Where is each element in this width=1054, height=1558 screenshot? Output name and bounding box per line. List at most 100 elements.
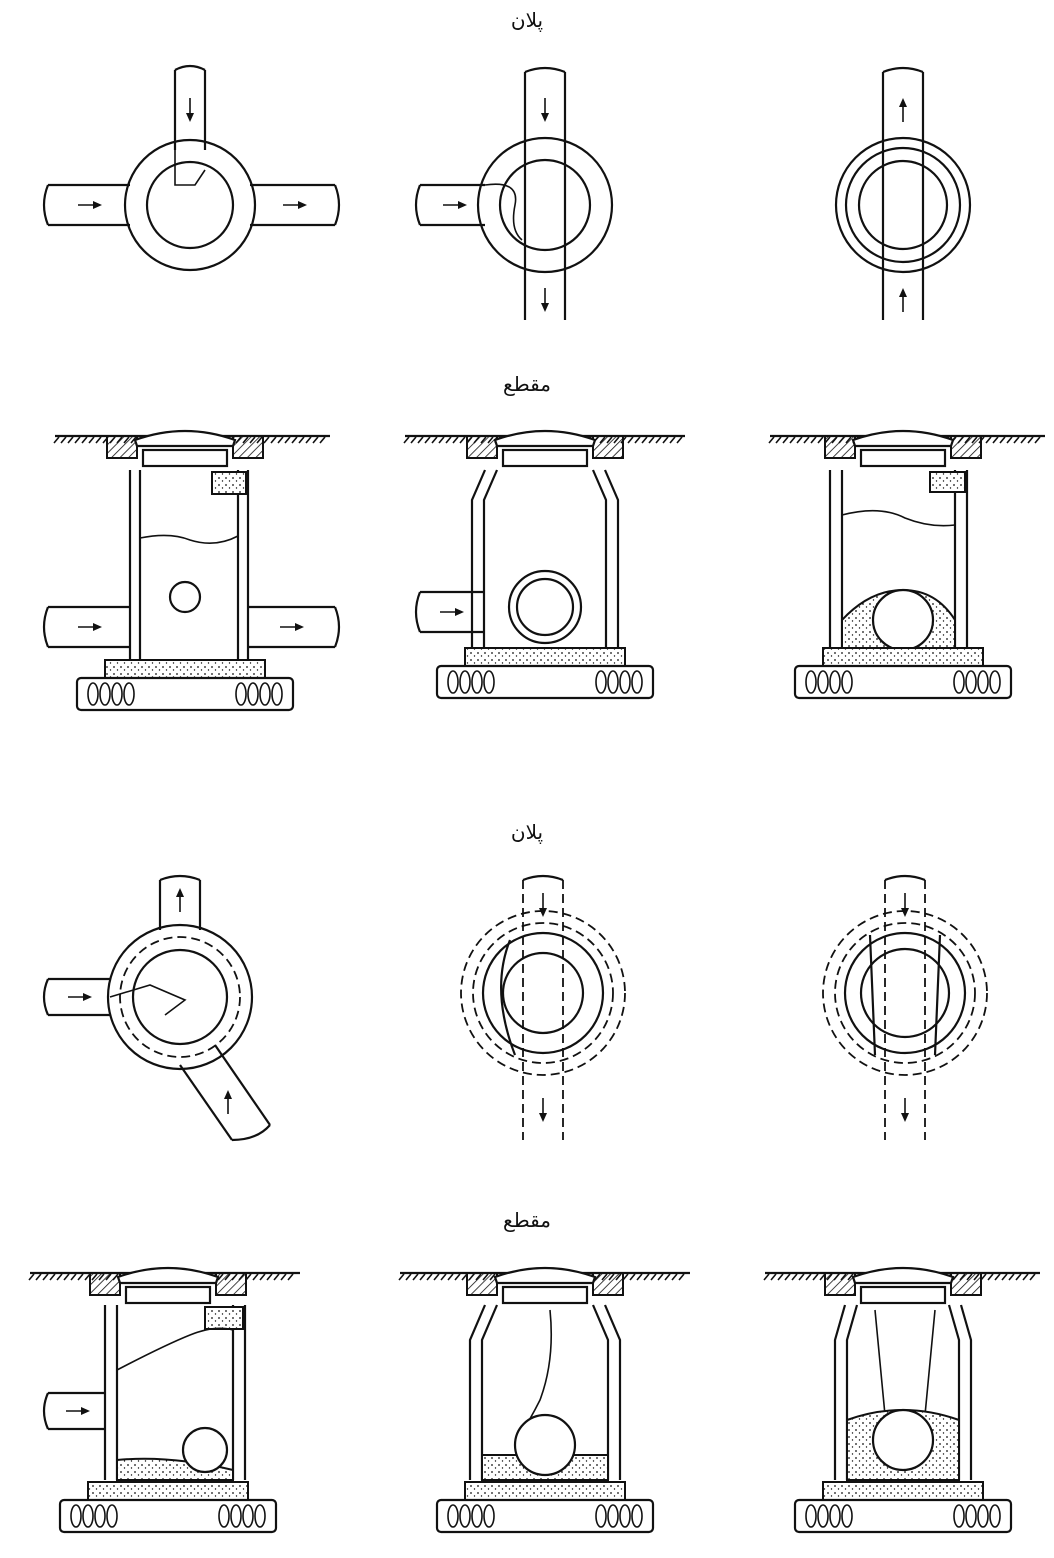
break-line <box>139 534 239 544</box>
frame-left <box>466 435 498 459</box>
pipe-end <box>884 874 926 882</box>
ground-hatch <box>634 436 641 444</box>
step-block <box>204 1306 244 1330</box>
ground-hatch <box>74 436 81 444</box>
pipe-end <box>333 184 341 226</box>
plan-top-2 <box>414 66 614 320</box>
plan-bottom-3 <box>822 874 988 1140</box>
ground-hatch <box>1006 436 1013 444</box>
ground-hatch <box>782 436 789 444</box>
footing-stone <box>247 682 259 706</box>
pipe-section-inner <box>515 577 575 637</box>
footing-stone <box>817 1504 829 1528</box>
ground-hatch <box>985 436 992 444</box>
pipe-end <box>333 606 341 648</box>
ground-hatch <box>431 436 438 444</box>
footing-stone <box>459 670 471 694</box>
footing-stone <box>106 1504 118 1528</box>
ground-hatch <box>459 436 466 444</box>
ground-hatch <box>42 1273 49 1281</box>
frame-left <box>466 1272 498 1296</box>
manhole-dashed-mid <box>472 922 614 1064</box>
flow-arrow-head <box>901 908 909 917</box>
section-top-2 <box>403 429 685 700</box>
frame-right <box>950 435 982 459</box>
shaft-wall <box>833 1304 847 1480</box>
manhole-cover <box>851 1266 955 1285</box>
ground-hatch <box>88 436 95 444</box>
ground-hatch <box>266 1273 273 1281</box>
pipe-end <box>42 978 50 1016</box>
footing-stone <box>965 1504 977 1528</box>
footing-stone <box>218 1504 230 1528</box>
shaft-wall <box>959 1304 973 1480</box>
frame-right <box>950 1272 982 1296</box>
manhole-inner-ring <box>501 951 585 1035</box>
ground-hatch <box>319 436 326 444</box>
footing-stone <box>99 682 111 706</box>
flow-arrow-head <box>298 201 307 209</box>
ground-hatch <box>287 1273 294 1281</box>
footing-stone <box>259 682 271 706</box>
flow-arrow-head <box>186 113 194 122</box>
ground-hatch <box>636 1273 643 1281</box>
manhole-cover <box>133 429 237 448</box>
stone-footing <box>793 664 1013 700</box>
ground-hatch <box>629 1273 636 1281</box>
ground-hatch <box>992 436 999 444</box>
flow-arrow-head <box>541 303 549 312</box>
ground-hatch <box>403 436 410 444</box>
ground-hatch <box>1001 1273 1008 1281</box>
footing-stone <box>235 682 247 706</box>
footing-stone <box>595 670 607 694</box>
cover-seat <box>501 448 589 468</box>
flow-arrow-head <box>539 1113 547 1122</box>
footing-stone <box>817 670 829 694</box>
frame-right <box>232 435 264 459</box>
concrete-slab <box>87 1481 249 1501</box>
footing-stone <box>953 1504 965 1528</box>
ground-hatch <box>805 1273 812 1281</box>
footing-stone <box>631 670 643 694</box>
footing-stone <box>254 1504 266 1528</box>
manhole-outer-ring <box>834 136 972 274</box>
footing-stone <box>471 670 483 694</box>
shaft-wall <box>468 1304 487 1480</box>
flow-arrow-head <box>899 288 907 297</box>
ground-hatch <box>1015 1273 1022 1281</box>
footing-stone <box>87 682 99 706</box>
cover-seat <box>859 448 947 468</box>
ground-hatch <box>312 436 319 444</box>
pipe-end <box>42 606 50 648</box>
flow-arrow-head <box>899 98 907 107</box>
pipe-end <box>42 184 50 226</box>
flow-arrow-head <box>539 908 547 917</box>
ground-hatch <box>424 436 431 444</box>
shaft-wall <box>591 1304 610 1480</box>
channel <box>109 984 187 1016</box>
footing-stone <box>953 670 965 694</box>
footing-stone <box>619 1504 631 1528</box>
ground-hatch <box>768 436 775 444</box>
footing-stone <box>805 1504 817 1528</box>
footing-stone <box>242 1504 254 1528</box>
ground-hatch <box>81 436 88 444</box>
ground-hatch <box>798 1273 805 1281</box>
ground-hatch <box>671 1273 678 1281</box>
manhole-mid-ring <box>844 146 962 264</box>
flow-arrow-head <box>83 993 92 1001</box>
footing-stone <box>82 1504 94 1528</box>
stone-footing <box>793 1498 1013 1534</box>
ground-hatch <box>810 436 817 444</box>
manhole-inner-ring <box>145 160 235 250</box>
footing-stone <box>841 1504 853 1528</box>
ground-hatch <box>1013 436 1020 444</box>
footing-stone <box>459 1504 471 1528</box>
plan-label-bottom: پلان <box>510 820 544 844</box>
channel <box>500 939 517 1056</box>
cover-seat <box>141 448 229 468</box>
ground-hatch <box>284 436 291 444</box>
ground-hatch <box>763 1273 770 1281</box>
